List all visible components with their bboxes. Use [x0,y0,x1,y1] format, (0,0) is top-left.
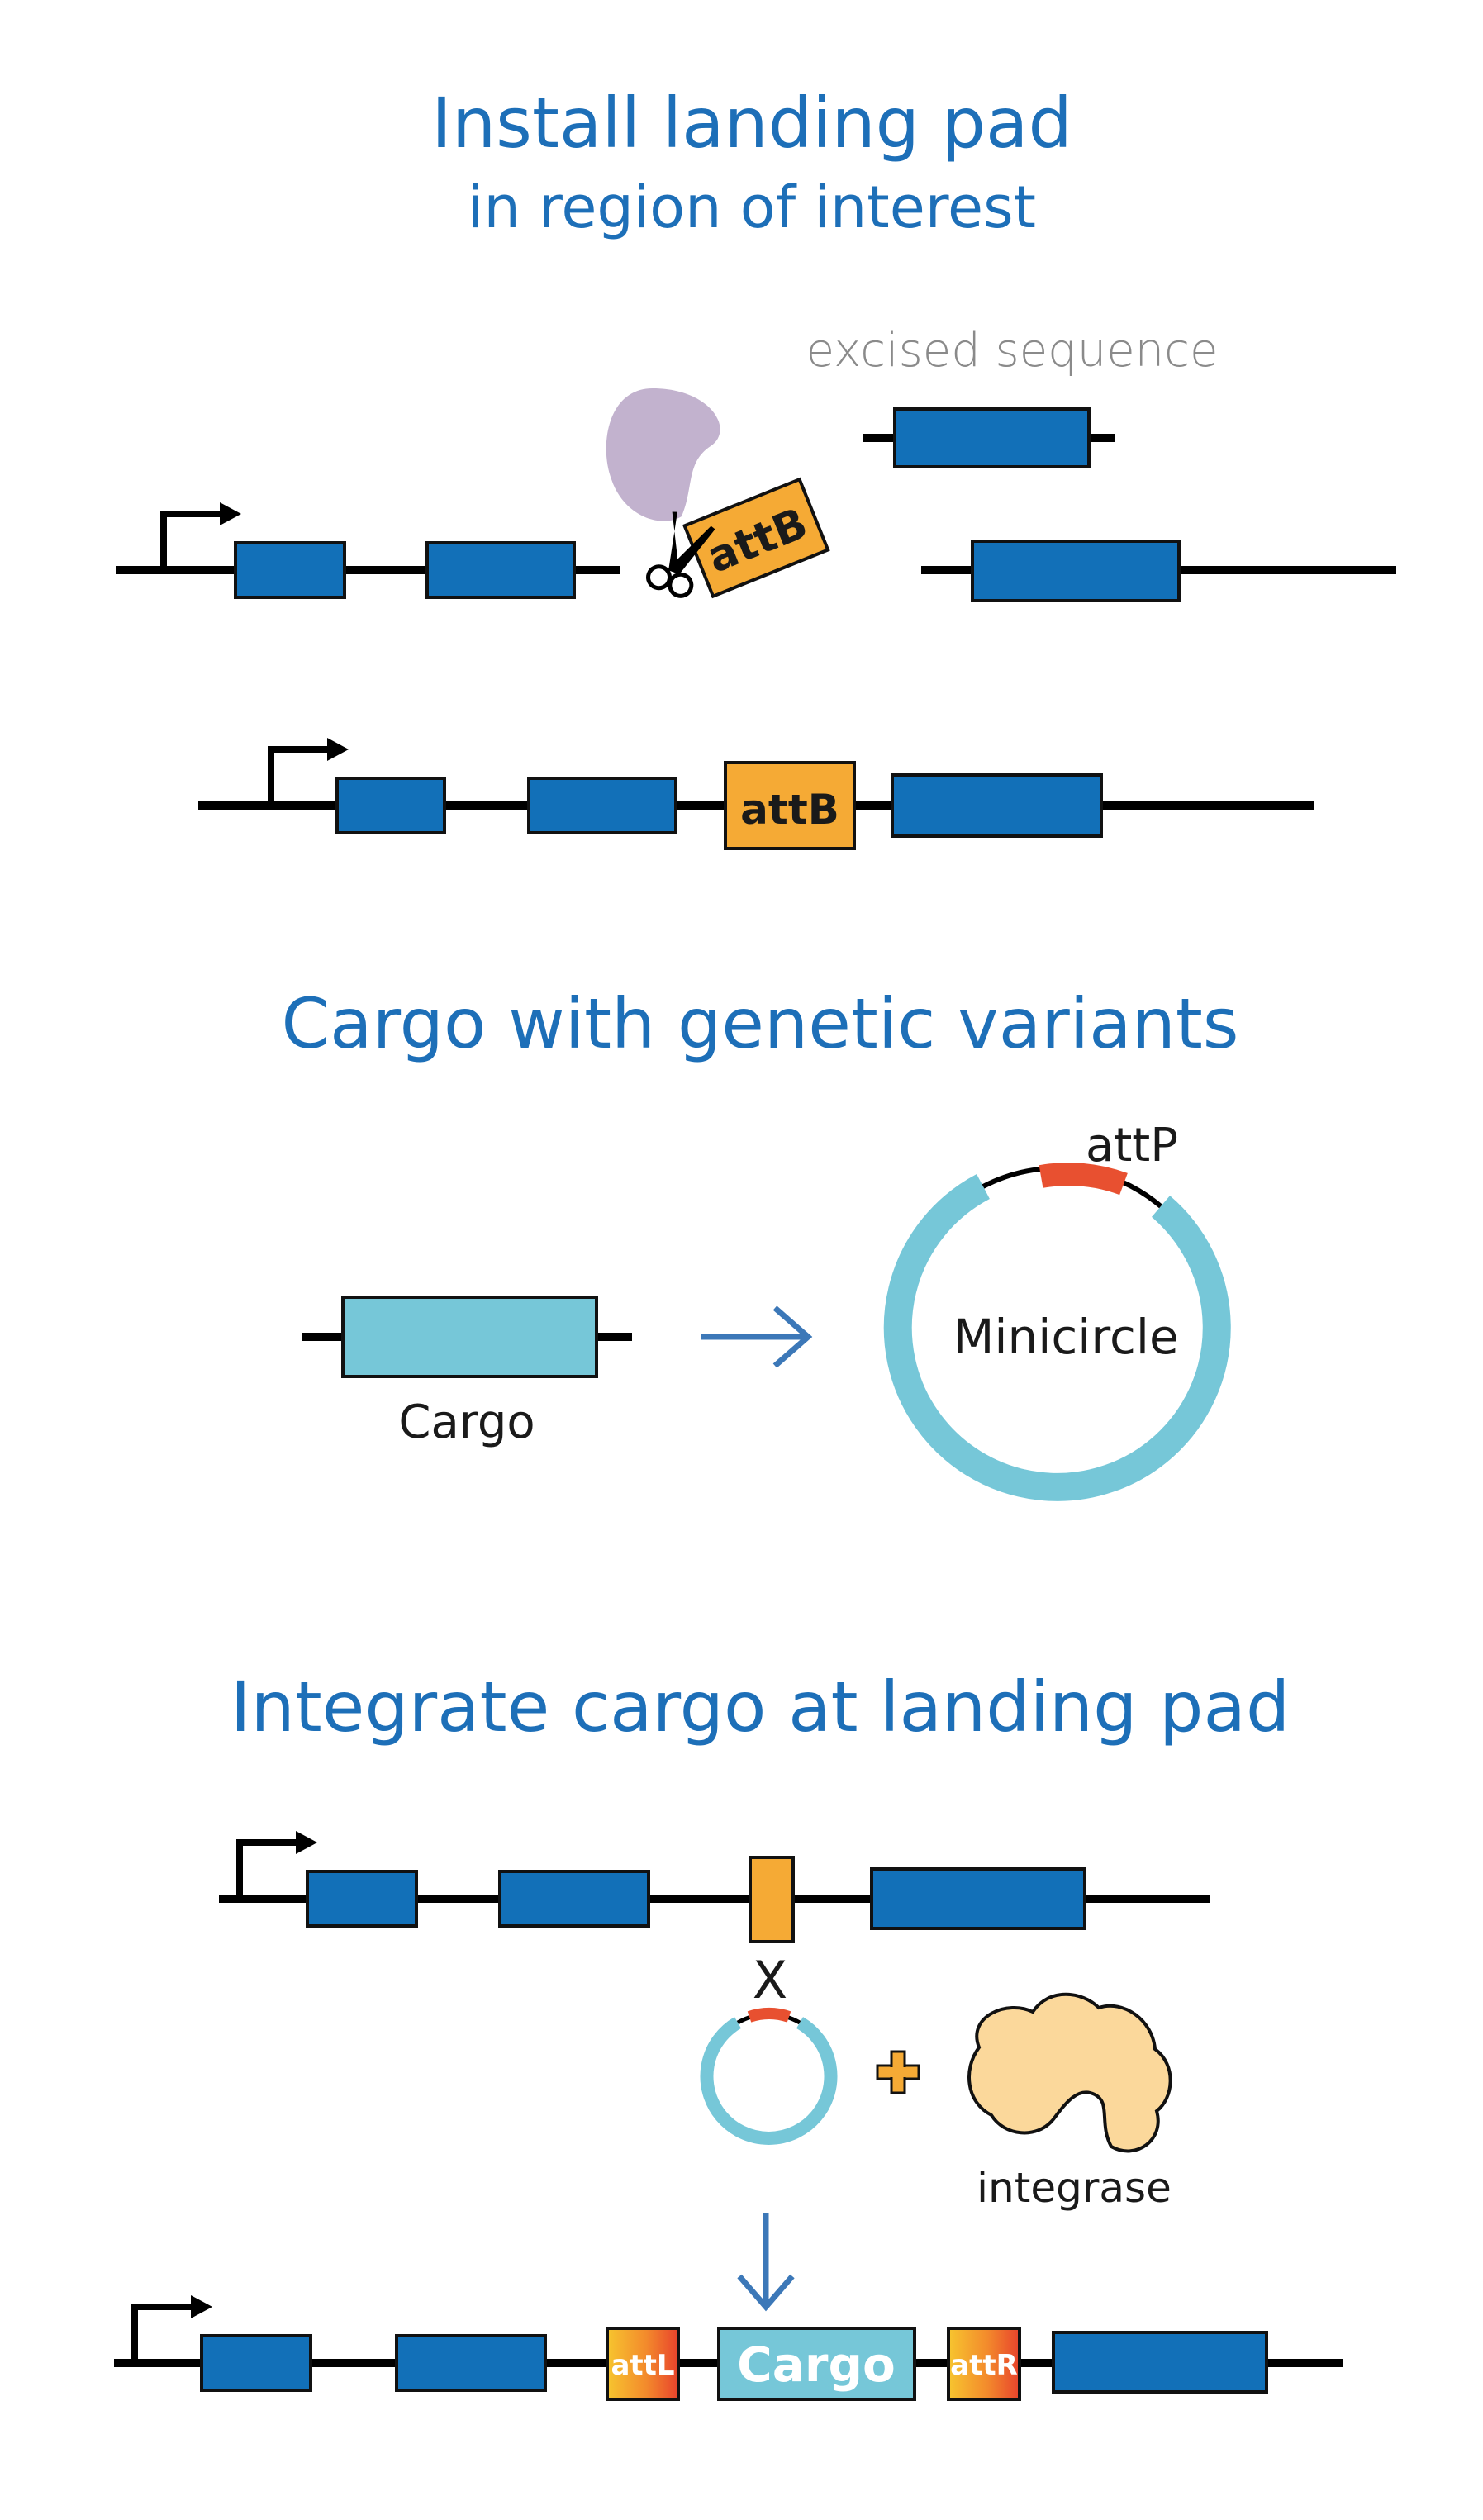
attB-card: attB [682,477,830,599]
cas-protein-blob [606,388,720,521]
exon-3 [870,1867,1086,1930]
integrase-label: integrase [977,2164,1172,2212]
cargo-insert-label: Cargo [737,2337,896,2393]
minicircle [883,1163,1231,1501]
attR-label: attR [950,2349,1018,2382]
attB-site [749,1856,795,1943]
attP-segment [1039,1163,1128,1196]
gene-track-final: attL Cargo attR [114,2295,1343,2401]
arrow-right-icon [701,1305,813,1368]
promoter-arrow-icon [268,738,349,806]
promoter-arrow-icon [236,1831,317,1899]
exon-3 [971,540,1181,602]
gene-track-1-right [921,540,1396,602]
promoter-arrow-icon [160,502,241,570]
crossover-mark: X [753,1950,787,2010]
attP-label: attP [1086,1119,1178,1172]
attB-site [724,761,856,850]
section2-title: Cargo with genetic variants [281,983,1238,1064]
exon-3 [891,773,1103,838]
cargo-box [341,1296,598,1378]
gene-track-2: attB [198,738,1314,850]
attL-site [606,2327,680,2401]
attB-site-label: attB [740,786,839,834]
gene-track-3 [219,1831,1210,1943]
minicircle-label: Minicircle [953,1309,1178,1365]
exon-3 [1052,2331,1268,2394]
section3-title: Integrate cargo at landing pad [231,1667,1290,1747]
section1-title-line1: Install landing pad [431,83,1072,164]
gene-track-1-left [116,502,620,599]
exon-1 [306,1870,418,1928]
cargo-insert [717,2327,916,2401]
exon-2 [395,2334,547,2392]
exon-2 [498,1870,650,1928]
plus-sign [876,2050,920,2094]
section1-title-line2: in region of interest [468,174,1036,241]
excised-exon [893,407,1091,468]
scissors-icon [646,511,715,598]
exon-2 [527,777,677,834]
integrase-blob [967,1992,1172,2153]
excised-sequence-label: excised sequence [806,324,1219,378]
exon-2 [425,541,576,599]
attR-site [947,2327,1021,2401]
promoter-arrow-icon [131,2295,212,2363]
small-minicircle [700,2008,838,2145]
excised-fragment [863,407,1115,468]
exon-1 [335,777,446,834]
exon-1 [200,2334,312,2392]
minicircle-ring [883,1173,1231,1501]
attL-label: attL [611,2349,674,2382]
cargo-label: Cargo [398,1396,535,1449]
arrow-down-icon [737,2213,795,2312]
exon-1 [234,541,346,599]
cargo-construct [302,1296,632,1378]
